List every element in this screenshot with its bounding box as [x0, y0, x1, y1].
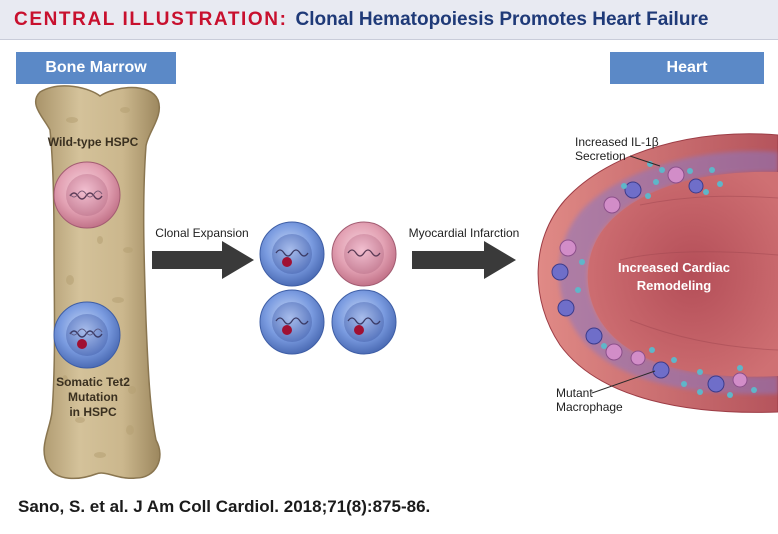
il1b-label-line-1: Increased IL-1β	[575, 135, 659, 149]
dna-icon	[275, 317, 309, 325]
wildtype-hspc-label: Wild-type HSPC	[48, 135, 139, 149]
macrophage-label-line-1: Mutant	[556, 386, 593, 400]
somatic-label-line-2: Mutation	[68, 390, 118, 404]
mutant-hspc-cell	[53, 301, 121, 369]
bone-marrow-tag: Bone Marrow	[16, 52, 176, 84]
dna-icon	[347, 249, 381, 257]
expanded-cell-wildtype	[331, 221, 397, 287]
macrophage-leader-line	[591, 370, 656, 394]
tet2-mutation-dot	[282, 325, 292, 335]
myocardial-infarction-arrow	[412, 241, 516, 279]
clonal-expansion-arrow	[152, 241, 254, 279]
tet2-mutation-dot	[354, 325, 364, 335]
dna-icon	[347, 317, 381, 325]
myocardial-infarction-label: Myocardial Infarction	[409, 226, 520, 240]
heart-tag: Heart	[610, 52, 764, 84]
expanded-cell-mutant-3	[331, 289, 397, 355]
somatic-label-line-1: Somatic Tet2	[56, 375, 130, 389]
dna-icon	[275, 249, 309, 257]
figure-header: CENTRAL ILLUSTRATION: Clonal Hematopoies…	[0, 0, 778, 40]
tet2-mutation-dot	[282, 257, 292, 267]
dna-icon	[69, 330, 103, 338]
il1b-dots	[575, 161, 757, 398]
dna-icon	[69, 190, 103, 198]
dna-icon	[69, 328, 103, 336]
il1b-leader-line	[629, 155, 661, 167]
central-illustration-label: CENTRAL ILLUSTRATION:	[14, 8, 288, 30]
remodeling-label-line-1: Increased Cardiac	[618, 260, 730, 275]
macrophage-cluster	[551, 166, 748, 393]
expanded-cell-mutant-1	[259, 221, 325, 287]
clonal-expansion-label: Clonal Expansion	[155, 226, 248, 240]
citation: Sano, S. et al. J Am Coll Cardiol. 2018;…	[18, 497, 431, 516]
dna-icon	[69, 192, 103, 200]
il1b-label-line-2: Secretion	[575, 149, 626, 163]
macrophage-label-line-2: Macrophage	[556, 400, 623, 414]
wildtype-hspc-cell	[53, 161, 121, 229]
remodeling-label-line-2: Remodeling	[637, 278, 711, 293]
expanded-cell-mutant-2	[259, 289, 325, 355]
somatic-label-line-3: in HSPC	[69, 405, 117, 419]
figure-title: Clonal Hematopoiesis Promotes Heart Fail…	[295, 8, 709, 30]
heart-section	[537, 133, 778, 413]
tet2-mutation-dot	[77, 339, 87, 349]
